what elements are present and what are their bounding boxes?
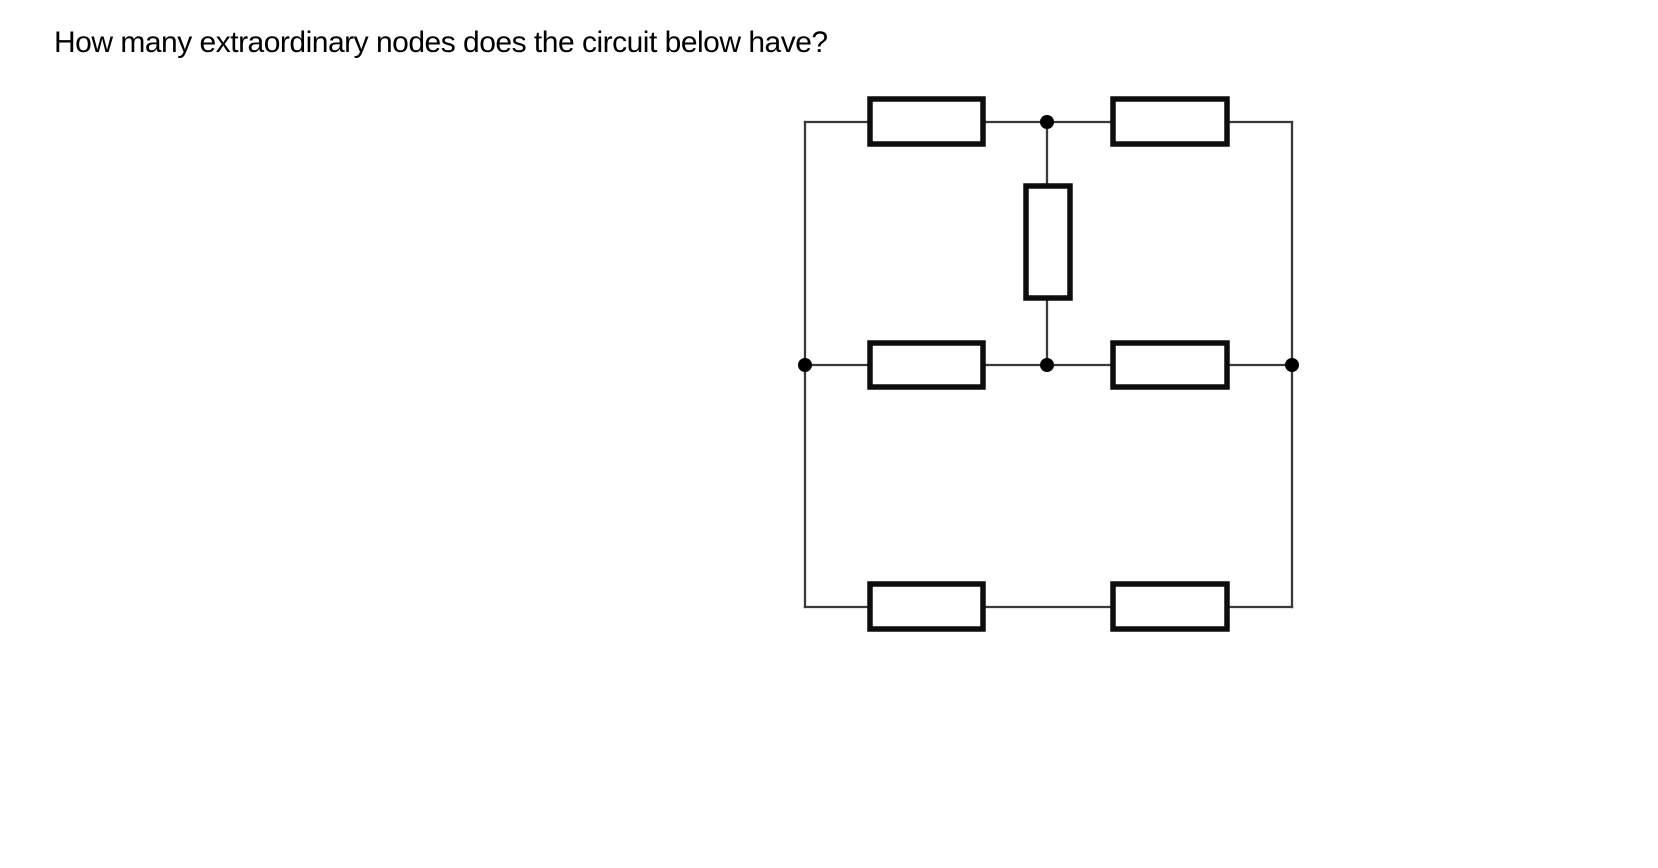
- resistor-top-right: [1110, 96, 1230, 147]
- resistor-middle-right: [1110, 340, 1230, 390]
- node-middle-center: [1040, 358, 1054, 372]
- node-top-center: [1040, 115, 1054, 129]
- resistor-bottom-right: [1110, 581, 1230, 632]
- resistor-center-vertical: [1023, 183, 1073, 301]
- resistor-bottom-left: [867, 581, 986, 632]
- resistor-middle-left: [867, 340, 986, 390]
- question-text: How many extraordinary nodes does the ci…: [54, 26, 828, 59]
- node-middle-right: [1285, 358, 1299, 372]
- resistor-top-left: [867, 96, 986, 147]
- node-middle-left: [798, 358, 812, 372]
